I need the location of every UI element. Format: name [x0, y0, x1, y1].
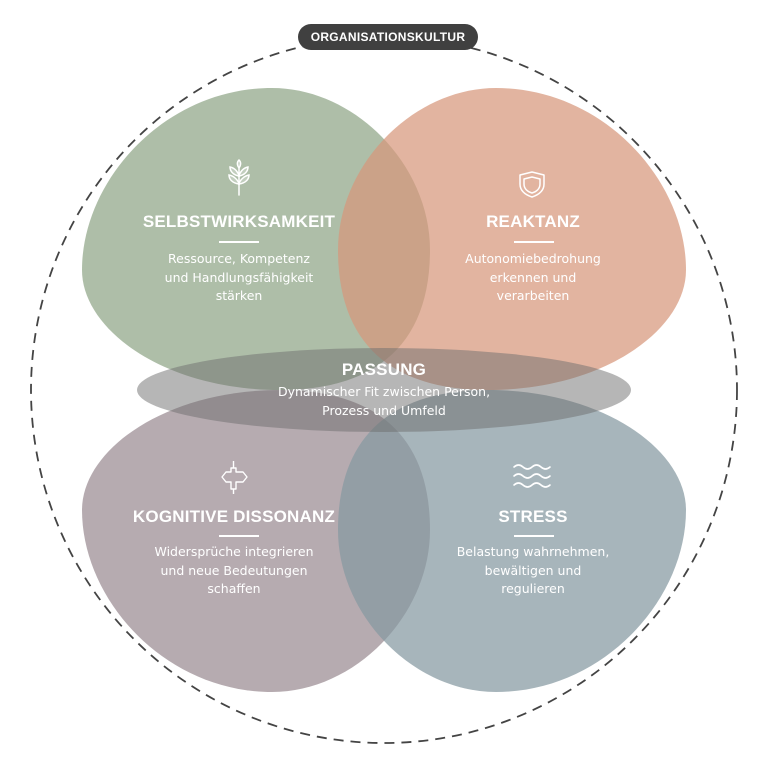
kognitive-dissonanz-line-1: Widersprüche integrieren [154, 544, 314, 559]
arrows-left-right-icon [221, 461, 248, 494]
passung-description: Dynamischer Fit zwischen Person, Prozess… [234, 383, 534, 420]
shield-icon [519, 171, 545, 198]
reaktanz-title: REAKTANZ [486, 212, 580, 231]
stress-title: STRESS [498, 507, 568, 526]
selbstwirksamkeit-line-3: stärken [215, 288, 263, 303]
selbstwirksamkeit-divider [219, 241, 259, 243]
stress-description: Belastung wahrnehmen, bewältigen und reg… [433, 543, 633, 599]
organisation-badge: ORGANISATIONSKULTUR [298, 24, 478, 50]
stress-line-1: Belastung wahrnehmen, [456, 544, 610, 559]
selbstwirksamkeit-line-2: und Handlungsfähigkeit [164, 269, 314, 285]
selbstwirksamkeit-title: SELBSTWIRKSAMKEIT [142, 212, 336, 231]
petal-stress [338, 390, 686, 692]
petal-selbstwirksamkeit [82, 88, 430, 390]
stress-line-2: bewältigen und [484, 562, 582, 578]
reaktanz-description: Autonomiebedrohung erkennen und verarbei… [433, 250, 633, 306]
reaktanz-line-2: erkennen und [489, 269, 577, 285]
kognitive-dissonanz-line-3: schaffen [207, 581, 261, 596]
sprout-icon [228, 158, 250, 196]
passung-line-2: Prozess und Umfeld [322, 402, 446, 418]
passung-title: PASSUNG [341, 360, 427, 379]
organisation-label: ORGANISATIONSKULTUR [310, 30, 466, 44]
petal-kognitive-dissonanz [82, 390, 430, 692]
organisation-boundary-circle [30, 36, 738, 744]
passung-ellipse [137, 348, 631, 432]
selbstwirksamkeit-line-1: Ressource, Kompetenz [168, 251, 310, 266]
stress-line-3: regulieren [501, 581, 565, 596]
kognitive-dissonanz-line-2: und neue Bedeutungen [160, 562, 308, 578]
stress-divider [514, 535, 554, 537]
selbstwirksamkeit-description: Ressource, Kompetenz und Handlungsfähigk… [130, 250, 348, 306]
petal-reaktanz [338, 88, 686, 390]
reaktanz-line-1: Autonomiebedrohung [465, 251, 601, 266]
kognitive-dissonanz-divider [219, 535, 259, 537]
kognitive-dissonanz-title: KOGNITIVE DISSONANZ [132, 507, 336, 526]
reaktanz-divider [514, 241, 554, 243]
waves-icon [513, 464, 551, 488]
kognitive-dissonanz-description: Widersprüche integrieren und neue Bedeut… [118, 543, 350, 599]
reaktanz-line-3: verarbeiten [496, 288, 570, 303]
passung-line-1: Dynamischer Fit zwischen Person, [277, 384, 491, 399]
